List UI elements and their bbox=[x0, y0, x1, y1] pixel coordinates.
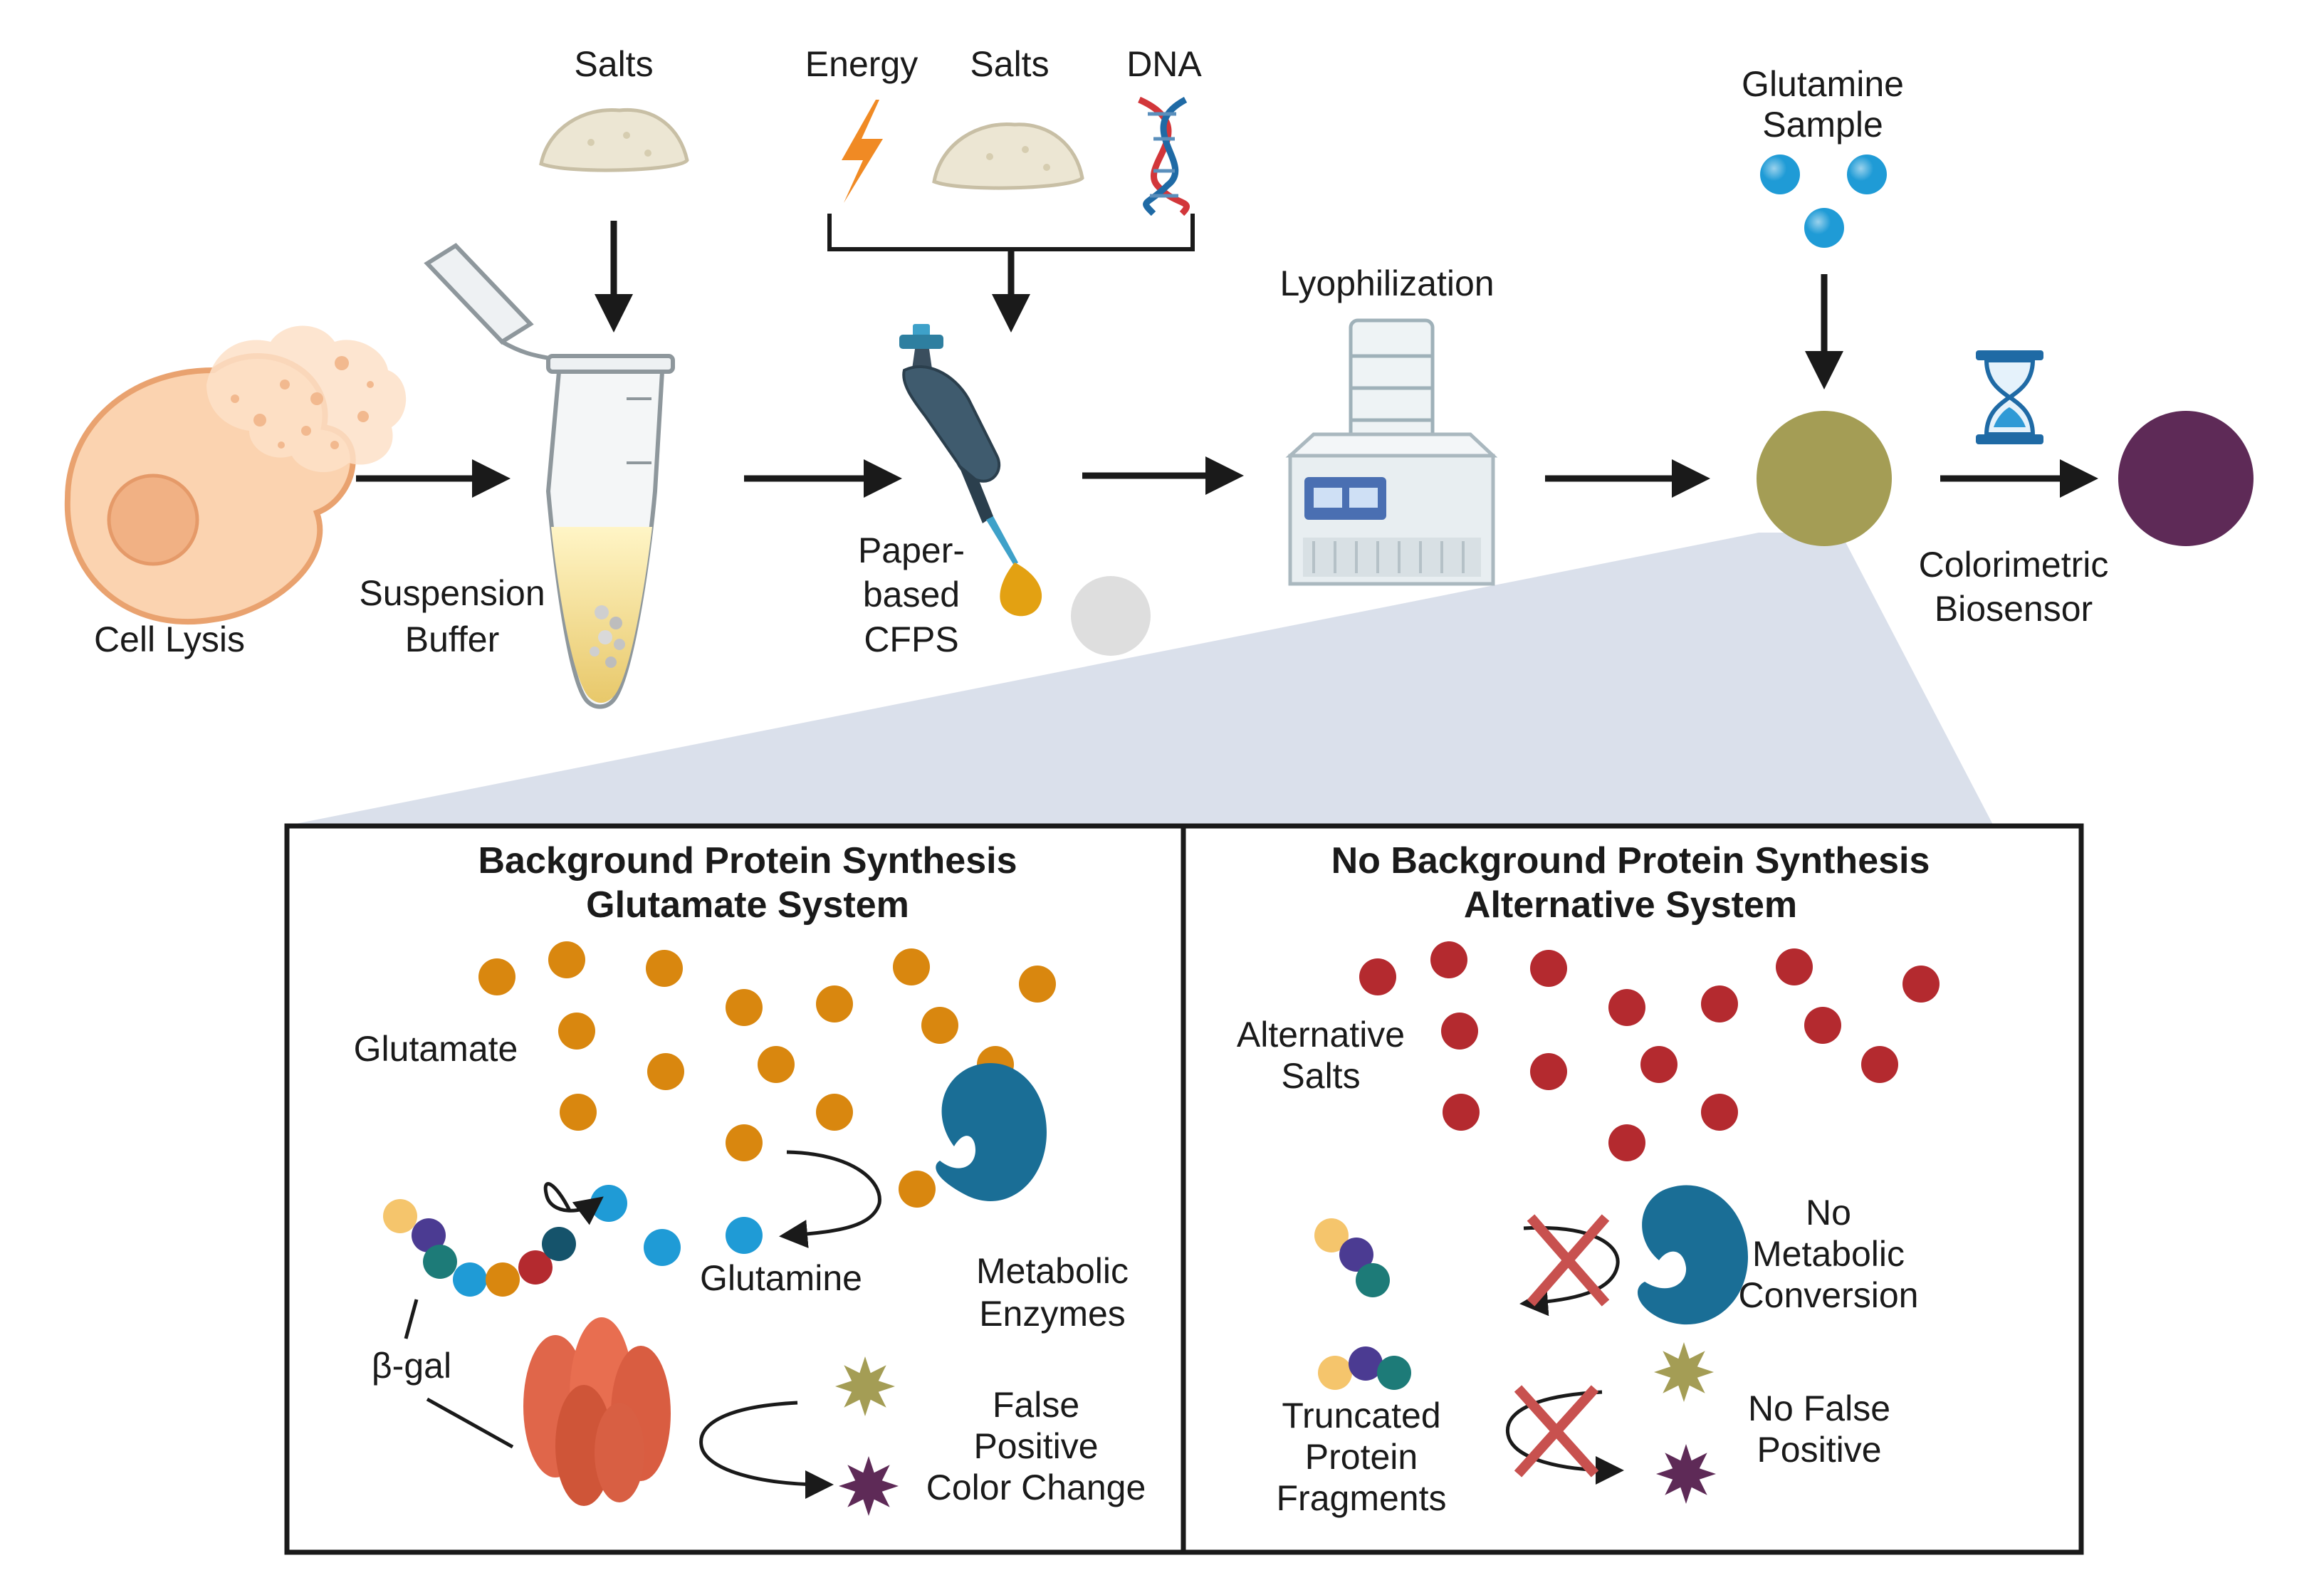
color-change-arrow bbox=[699, 1401, 834, 1499]
right-title-2: Alternative System bbox=[1464, 884, 1797, 926]
dna-icon bbox=[1138, 96, 1190, 216]
result-disc-after bbox=[2118, 411, 2254, 546]
bracket bbox=[827, 214, 1195, 251]
bgal-pointer-1 bbox=[404, 1299, 419, 1339]
label-no-metabolic-1: No bbox=[1806, 1193, 1851, 1233]
label-suspension-buffer-1: Suspension bbox=[359, 573, 545, 613]
label-truncated-3: Fragments bbox=[1277, 1478, 1447, 1518]
metabolic-enzyme-left bbox=[936, 1063, 1047, 1201]
label-false-positive-2: Positive bbox=[973, 1426, 1098, 1466]
energy-bolt-icon bbox=[842, 100, 883, 203]
label-truncated-1: Truncated bbox=[1282, 1396, 1440, 1435]
label-metabolic-enzymes-1: Metabolic bbox=[976, 1251, 1129, 1291]
left-title-1: Background Protein Synthesis bbox=[478, 840, 1017, 882]
no-false-positive-cross bbox=[1505, 1385, 1624, 1485]
zoom-funnel bbox=[285, 533, 1994, 826]
label-suspension-buffer-2: Buffer bbox=[405, 619, 500, 659]
label-paper-cfps-3: CFPS bbox=[864, 619, 958, 659]
star-yellow-right bbox=[1654, 1342, 1714, 1402]
bgal-pointer-2 bbox=[426, 1397, 514, 1449]
glutamine-sample-beads bbox=[1760, 155, 1887, 248]
salts-pile-1 bbox=[539, 108, 689, 172]
paper-disc-blank bbox=[1071, 576, 1151, 656]
label-lyophilization: Lyophilization bbox=[1279, 263, 1494, 303]
glutamate-bound bbox=[899, 1171, 936, 1208]
short-peptide bbox=[1314, 1218, 1390, 1297]
label-no-false-positive-1: No False bbox=[1748, 1388, 1890, 1428]
label-glutamine-sample-2: Sample bbox=[1762, 105, 1883, 145]
label-false-positive-1: False bbox=[993, 1385, 1079, 1425]
label-energy: Energy bbox=[805, 44, 918, 84]
label-beta-gal: β-gal bbox=[372, 1346, 451, 1386]
label-glutamine: Glutamine bbox=[700, 1258, 862, 1298]
eppendorf-tube bbox=[424, 243, 675, 709]
chain-loop-arrow bbox=[543, 1182, 604, 1225]
glutamine-beads bbox=[590, 1185, 763, 1266]
cell-lysis-illustration bbox=[64, 325, 407, 625]
label-metabolic-enzymes-2: Enzymes bbox=[979, 1294, 1126, 1334]
label-paper-cfps-1: Paper- bbox=[858, 530, 965, 570]
star-purple-right bbox=[1656, 1444, 1716, 1504]
left-title-2: Glutamate System bbox=[586, 884, 909, 926]
label-alternative-salts-1: Alternative bbox=[1237, 1015, 1405, 1055]
conversion-arrow bbox=[779, 1150, 881, 1248]
label-false-positive-3: Color Change bbox=[926, 1468, 1146, 1507]
panel-right: No Background Protein Synthesis Alternat… bbox=[1237, 840, 1940, 1518]
pipette-illustration bbox=[899, 324, 1042, 617]
star-yellow bbox=[835, 1356, 895, 1416]
label-cell-lysis: Cell Lysis bbox=[94, 619, 245, 659]
label-dna: DNA bbox=[1126, 44, 1202, 84]
result-disc-before bbox=[1757, 411, 1892, 546]
hourglass-icon bbox=[1976, 350, 2043, 444]
label-colorimetric-1: Colorimetric bbox=[1919, 545, 2109, 585]
glutamate-beads bbox=[478, 941, 1056, 1161]
label-no-metabolic-3: Conversion bbox=[1739, 1275, 1919, 1315]
label-salts-2: Salts bbox=[970, 44, 1049, 84]
label-no-false-positive-2: Positive bbox=[1757, 1430, 1881, 1470]
beta-gal-enzyme bbox=[523, 1317, 671, 1506]
peptide-chain bbox=[383, 1199, 576, 1297]
metabolic-enzyme-right bbox=[1638, 1185, 1748, 1325]
panel-left: Background Protein Synthesis Glutamate S… bbox=[354, 840, 1146, 1516]
label-glutamine-sample-1: Glutamine bbox=[1742, 64, 1904, 104]
label-no-metabolic-2: Metabolic bbox=[1752, 1234, 1905, 1274]
label-truncated-2: Protein bbox=[1305, 1437, 1418, 1477]
alternative-salt-beads bbox=[1359, 941, 1940, 1161]
lyophilizer-illustration bbox=[1285, 318, 1498, 586]
label-alternative-salts-2: Salts bbox=[1281, 1056, 1360, 1096]
label-glutamate: Glutamate bbox=[354, 1029, 518, 1069]
label-colorimetric-2: Biosensor bbox=[1935, 589, 2093, 629]
salts-pile-2 bbox=[932, 122, 1084, 190]
label-salts-1: Salts bbox=[574, 44, 653, 84]
truncated-fragment bbox=[1318, 1346, 1411, 1390]
no-conversion-cross bbox=[1519, 1214, 1620, 1317]
star-purple bbox=[839, 1456, 899, 1516]
right-title-1: No Background Protein Synthesis bbox=[1331, 840, 1930, 882]
label-paper-cfps-2: based bbox=[863, 575, 960, 614]
